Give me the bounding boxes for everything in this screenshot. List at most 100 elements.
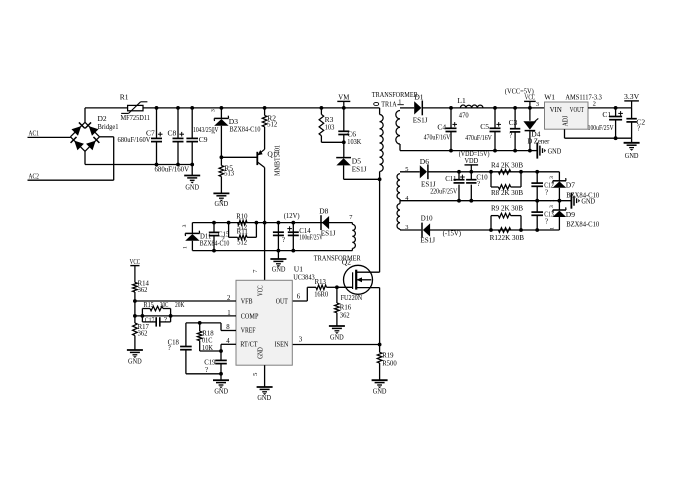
svg-text:?: ? <box>477 180 480 188</box>
svg-text:ISEN: ISEN <box>275 340 289 349</box>
svg-text:COMP: COMP <box>241 311 259 320</box>
svg-text:?: ? <box>637 125 640 133</box>
svg-text:?: ? <box>205 366 208 374</box>
svg-text:?: ? <box>282 236 285 244</box>
svg-text:GND: GND <box>272 266 286 274</box>
svg-text:AC2: AC2 <box>29 171 40 180</box>
svg-text:3: 3 <box>549 205 555 208</box>
svg-text:1: 1 <box>398 98 401 105</box>
svg-text:3: 3 <box>211 109 217 112</box>
svg-text:ES1J: ES1J <box>352 165 367 174</box>
svg-text:2: 2 <box>227 295 231 302</box>
svg-text:TRANSFORMER: TRANSFORMER <box>372 90 418 99</box>
svg-text:30C: 30C <box>160 300 169 309</box>
svg-text:103K: 103K <box>347 137 361 146</box>
svg-text:VDD: VDD <box>465 156 479 165</box>
svg-text:2: 2 <box>593 101 596 108</box>
svg-text:470uF/16V: 470uF/16V <box>465 133 492 142</box>
svg-text:Q1: Q1 <box>267 150 276 159</box>
svg-text:C4: C4 <box>437 123 446 132</box>
svg-text:3: 3 <box>536 101 540 108</box>
svg-text:GND: GND <box>548 147 562 155</box>
svg-text:C15: C15 <box>218 229 230 238</box>
svg-text:1: 1 <box>549 227 555 230</box>
svg-text:C3: C3 <box>509 118 518 127</box>
svg-text:U1: U1 <box>294 265 303 274</box>
svg-text:?: ? <box>164 316 167 324</box>
svg-text:C1: C1 <box>602 110 611 119</box>
svg-text:16R0: 16R0 <box>314 289 328 298</box>
svg-text:ES1J: ES1J <box>321 229 336 238</box>
svg-text:ADJ: ADJ <box>562 116 570 127</box>
svg-text:D8: D8 <box>319 207 328 216</box>
svg-text:3: 3 <box>549 176 555 179</box>
svg-text:C2: C2 <box>636 117 645 126</box>
svg-text:470: 470 <box>459 111 469 120</box>
svg-text:FU220N: FU220N <box>341 293 363 302</box>
svg-text:5: 5 <box>405 166 408 173</box>
svg-text:100uF/25V: 100uF/25V <box>588 123 614 132</box>
svg-text:3.3V: 3.3V <box>624 92 640 101</box>
svg-text:VFB: VFB <box>241 297 253 306</box>
svg-text:512: 512 <box>237 223 247 232</box>
svg-text:?: ? <box>222 236 225 244</box>
svg-text:D11: D11 <box>200 232 212 241</box>
svg-text:GND: GND <box>625 152 639 160</box>
svg-text:D5: D5 <box>352 156 361 165</box>
svg-text:R1: R1 <box>120 93 129 102</box>
svg-text:TR1A: TR1A <box>381 100 397 109</box>
svg-text:3: 3 <box>299 337 303 344</box>
svg-text:C8: C8 <box>168 128 177 137</box>
svg-text:MF725D11: MF725D11 <box>121 113 151 122</box>
svg-text:362: 362 <box>138 328 148 337</box>
svg-text:D6: D6 <box>420 157 429 166</box>
svg-text:(VCC=5V): (VCC=5V) <box>505 86 534 95</box>
svg-text:BZX84-C10: BZX84-C10 <box>566 190 599 199</box>
svg-text:Bridge1: Bridge1 <box>98 122 119 131</box>
svg-text:R11: R11 <box>237 226 249 235</box>
svg-text:GND: GND <box>257 394 271 402</box>
svg-text:C19: C19 <box>204 358 216 367</box>
svg-text:6: 6 <box>297 294 301 301</box>
svg-text:?: ? <box>509 131 512 139</box>
svg-text:ES1J: ES1J <box>421 180 436 189</box>
svg-text:C18: C18 <box>168 338 180 347</box>
svg-text:220uF/25V: 220uF/25V <box>430 186 458 195</box>
svg-text:VCC: VCC <box>525 93 536 102</box>
svg-text:C7: C7 <box>146 128 155 137</box>
svg-text:C5: C5 <box>480 122 489 131</box>
svg-text:470uF/16V: 470uF/16V <box>424 133 451 142</box>
svg-text:5: 5 <box>252 373 259 376</box>
svg-text:D2: D2 <box>98 114 107 123</box>
svg-text:GND: GND <box>215 200 229 208</box>
svg-text:VCC: VCC <box>255 285 264 296</box>
svg-text:R10: R10 <box>236 212 248 221</box>
svg-text:RT/CT: RT/CT <box>240 340 257 349</box>
svg-text:3: 3 <box>405 224 408 231</box>
svg-text:R18: R18 <box>202 329 214 338</box>
svg-text:1: 1 <box>211 131 217 134</box>
svg-text:R3: R3 <box>325 115 334 124</box>
svg-text:D1: D1 <box>414 93 423 102</box>
svg-text:C12: C12 <box>544 181 554 190</box>
svg-text:GND: GND <box>185 183 199 191</box>
svg-text:VM: VM <box>338 93 349 102</box>
svg-text:512: 512 <box>267 120 277 129</box>
svg-text:GND: GND <box>128 358 142 366</box>
svg-text:?: ? <box>168 344 171 352</box>
svg-text:TRANSFORMER: TRANSFORMER <box>314 254 361 263</box>
svg-text:W1: W1 <box>544 93 555 102</box>
svg-text:C10: C10 <box>476 172 488 181</box>
svg-text:C13: C13 <box>544 210 554 219</box>
svg-text:R16: R16 <box>340 302 352 311</box>
svg-text:R17: R17 <box>138 322 150 331</box>
svg-text:R4 2K 30B: R4 2K 30B <box>491 160 523 169</box>
svg-text:1: 1 <box>227 310 230 317</box>
svg-text:R19: R19 <box>382 351 394 360</box>
svg-text:R15: R15 <box>144 300 154 309</box>
svg-text:8: 8 <box>226 324 230 331</box>
svg-text:(VDD=15V): (VDD=15V) <box>459 149 490 158</box>
svg-text:20K: 20K <box>175 300 185 309</box>
svg-text:4: 4 <box>226 338 230 345</box>
svg-text:513: 513 <box>224 168 234 177</box>
